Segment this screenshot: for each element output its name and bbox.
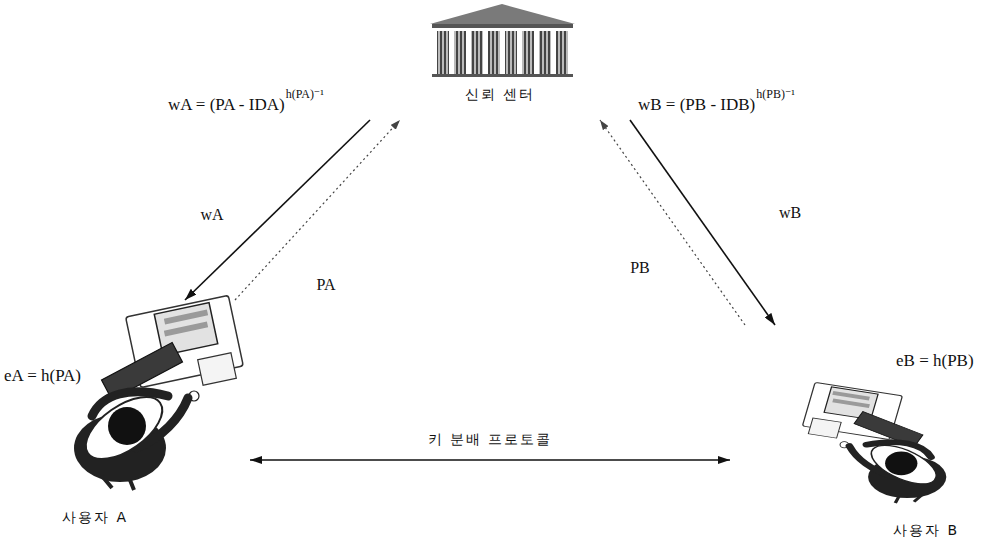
building-column <box>556 31 568 74</box>
node-label: 사용자 A <box>60 509 130 527</box>
building-column <box>488 31 500 74</box>
formula-exponent: h(PA)⁻¹ <box>286 87 324 102</box>
edge-label: 키 분배 프로토콜 <box>426 431 555 449</box>
edge-label: PA <box>315 276 338 294</box>
building-column <box>539 31 551 74</box>
formula: eA = h(PA) <box>4 366 81 386</box>
user-node: 사용자 A <box>50 300 250 535</box>
key-transfer-arrow <box>630 120 775 325</box>
edge-label: wB <box>777 204 803 222</box>
user-figure <box>802 382 946 503</box>
formula: eB = h(PB) <box>896 351 974 371</box>
request-arrow <box>235 120 400 300</box>
protocol-arrow <box>250 459 730 461</box>
building-roof <box>430 4 575 24</box>
formula: wA = (PA - IDA) <box>168 95 285 115</box>
formula: wB = (PB - IDB) <box>638 95 755 115</box>
building-column <box>454 31 466 74</box>
building-column <box>471 31 483 74</box>
request-arrow <box>600 120 745 325</box>
building-icon <box>430 4 575 77</box>
formula-exponent: h(PB)⁻¹ <box>756 87 795 102</box>
edge-label: wA <box>198 206 225 224</box>
node-label: 신뢰 센터 <box>463 86 537 104</box>
trust-center: 신뢰 센터 <box>360 0 640 120</box>
node-label: 사용자 B <box>891 522 961 540</box>
key-transfer-arrow <box>185 120 370 300</box>
building-column <box>522 31 534 74</box>
edge-label: PB <box>628 259 652 277</box>
building-column <box>505 31 517 74</box>
user-figure <box>74 295 243 490</box>
building-base <box>432 74 573 77</box>
building-column <box>437 31 449 74</box>
building-beam <box>432 24 573 28</box>
